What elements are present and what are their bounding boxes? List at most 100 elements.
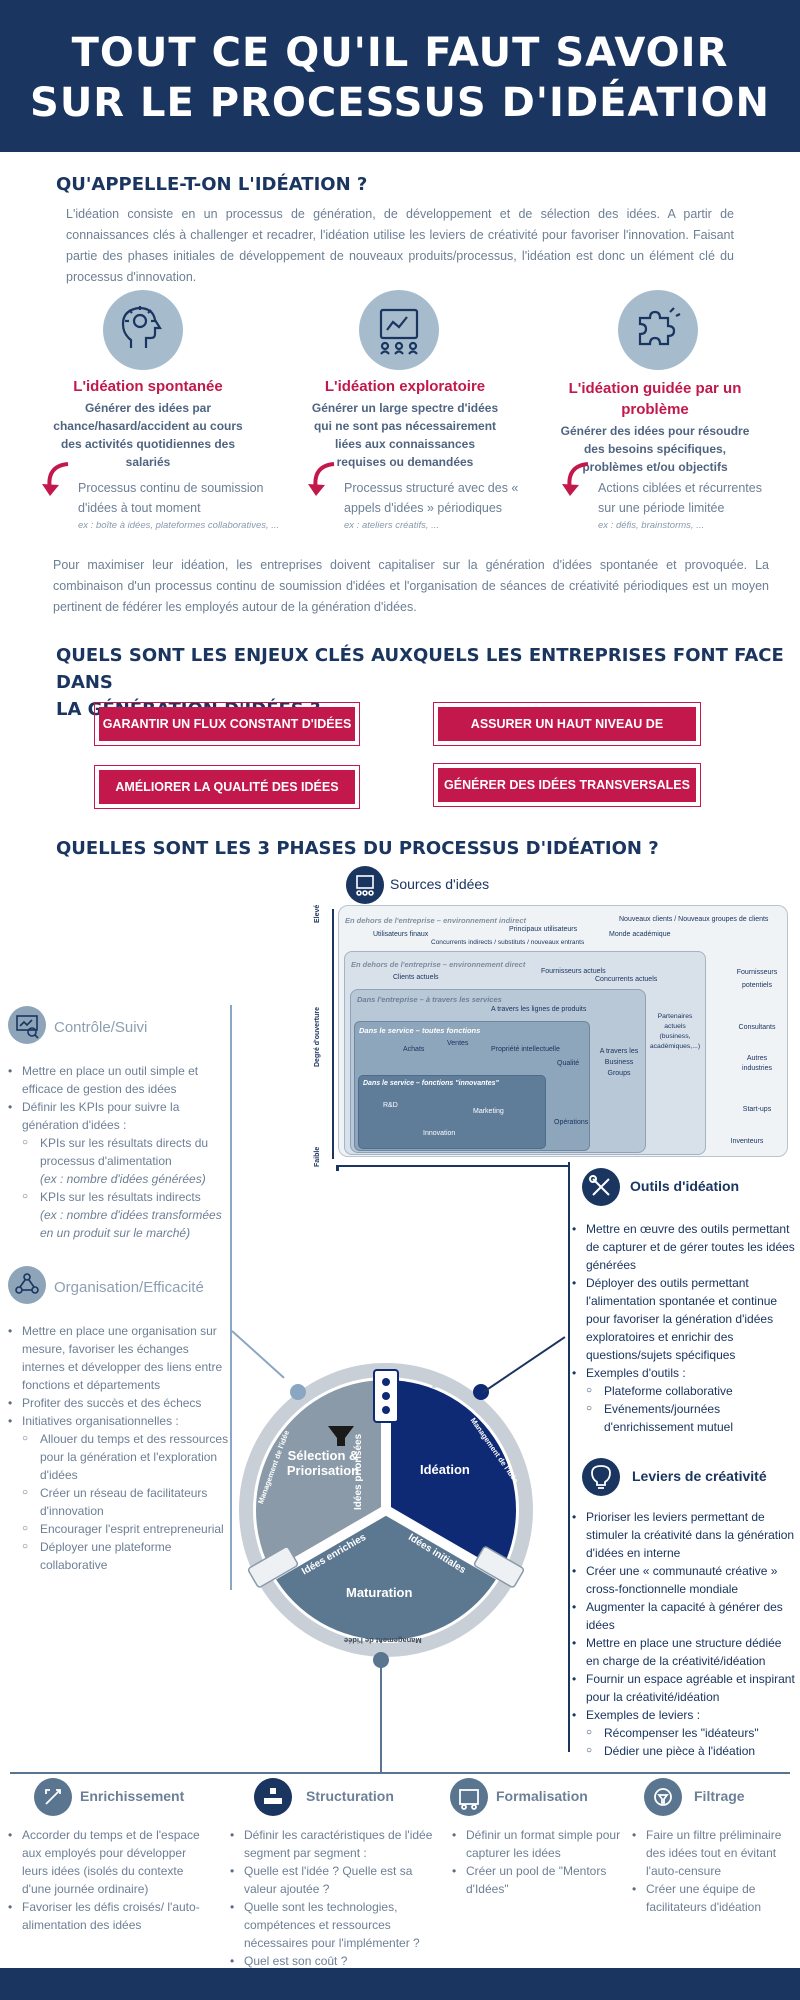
layer-innovative-label: Dans le service – fonctions "innovantes" [363, 1080, 499, 1087]
layer-services-label: Dans l'entreprise – à travers les servic… [357, 995, 502, 1004]
challenge-button-flux[interactable]: GARANTIR UN FLUX CONSTANT D'IDÉES [94, 702, 360, 746]
type1-subtitle: Générer des idées par chance/hasard/acci… [53, 401, 243, 469]
type1-body: Processus continu de soumission d'idées … [78, 481, 264, 515]
list-item: Mettre en place une structure dédiée en … [572, 1634, 798, 1670]
enrichissement-title: Enrichissement [80, 1788, 185, 1804]
connector-dot [473, 1384, 489, 1400]
source-item: Nouveaux clients / Nouveaux groupes de c… [619, 916, 769, 923]
page-title-line1: TOUT CE QU'IL FAUT SAVOIR [71, 30, 729, 76]
connector-line [336, 1165, 339, 1171]
list-item: Exemples de leviers : [572, 1706, 798, 1724]
list-item: Définir un format simple pour capturer l… [452, 1826, 630, 1862]
filtrage-list: Faire un filtre préliminaire des idées t… [632, 1826, 798, 1916]
connector-line [230, 1005, 232, 1590]
leviers-title: Leviers de créativité [632, 1468, 767, 1484]
type2-body: Processus structuré avec des « appels d'… [344, 481, 519, 515]
source-item: Start-ups [742, 1106, 772, 1113]
type3-title: L'idéation guidée par un problème [568, 380, 742, 418]
enrichissement-list: Accorder du temps et de l'espace aux emp… [8, 1826, 204, 1934]
section1-paragraph2: Pour maximiser leur idéation, les entrep… [53, 558, 769, 614]
footer-banner [0, 1968, 800, 2000]
source-item: Propriété intellectuelle [491, 1046, 560, 1053]
list-item: Quelle sont les technologies, compétence… [230, 1898, 438, 1952]
enrichissement-icon [34, 1778, 72, 1816]
connector-line-right [568, 1162, 570, 1752]
layer-all-functions-label: Dans le service – toutes fonctions [359, 1026, 481, 1035]
list-item: Créer une équipe de facilitateurs d'idéa… [632, 1880, 798, 1916]
sources-diagram: Elevé Degré d'ouverture Faible En dehors… [314, 905, 788, 1167]
source-item: Innovation [423, 1130, 456, 1137]
challenge-label: GÉNÉRER DES IDÉES TRANSVERSALES [438, 768, 696, 802]
source-item: Opérations [554, 1119, 589, 1126]
list-item: Faire un filtre préliminaire des idées t… [632, 1826, 798, 1880]
section1-title: QU'APPELLE-T-ON L'IDÉATION ? [56, 174, 368, 195]
filter-icon [644, 1778, 682, 1816]
list-item: Quelle est l'idée ? Quelle est sa valeur… [230, 1862, 438, 1898]
selection-label: Sélection & Priorisation [286, 1448, 360, 1478]
formalisation-title: Formalisation [496, 1788, 588, 1804]
source-item: Monde académique [609, 931, 671, 938]
section1-paragraph: L'idéation consiste en un processus de g… [66, 207, 734, 284]
type1-title: L'idéation spontanée [73, 378, 223, 395]
list-item: Profiter des succès et des échecs [8, 1394, 230, 1412]
list-item: Créer un réseau de facilitateurs d'innov… [8, 1484, 230, 1520]
list-item: Augmenter la capacité à générer des idée… [572, 1598, 798, 1634]
outils-title: Outils d'idéation [630, 1178, 740, 1194]
challenge-button-transversales[interactable]: GÉNÉRER DES IDÉES TRANSVERSALES [433, 763, 701, 807]
structuration-icon [254, 1778, 292, 1816]
source-item: Partenaires actuels (business, académiqu… [649, 1013, 701, 1050]
outils-list: Mettre en œuvre des outils permettant de… [572, 1220, 796, 1436]
list-item: Initiatives organisationnelles : [8, 1412, 230, 1430]
source-item: Fournisseurs actuels [541, 968, 606, 975]
list-item: Favoriser les défis croisés/ l'auto-alim… [8, 1898, 204, 1934]
list-item: (ex : nombre d'idées générées) [40, 1172, 206, 1186]
leviers-list: Prioriser les leviers permettant de stim… [572, 1508, 798, 1760]
source-item: A travers les lignes de produits [491, 1006, 587, 1013]
list-item: Créer un pool de "Mentors d'Idées" [452, 1862, 630, 1898]
source-item: Principaux utilisateurs [509, 926, 578, 933]
source-item: Concurrents indirects / substituts / nou… [431, 939, 585, 946]
header-banner: TOUT CE QU'IL FAUT SAVOIR SUR LE PROCESS… [0, 0, 800, 152]
challenge-button-qualite[interactable]: AMÉLIORER LA QUALITÉ DES IDÉES [94, 765, 360, 809]
challenge-label: GARANTIR UN FLUX CONSTANT D'IDÉES [99, 707, 355, 741]
list-item: Mettre en place un outil simple et effic… [8, 1062, 226, 1098]
type3-example: ex : défis, brainstorms, ... [598, 520, 705, 531]
layer-direct-label: En dehors de l'entreprise – environnemen… [351, 960, 526, 969]
list-item: (ex : nombre d'idées transformées en un … [40, 1208, 222, 1240]
list-item: Allouer du temps et des ressources pour … [8, 1430, 230, 1484]
formalisation-list: Définir un format simple pour capturer l… [452, 1826, 630, 1898]
ideation-process-wheel [239, 1363, 533, 1657]
lightbulb-icon [582, 1458, 620, 1496]
type1-example: ex : boîte à idées, plateformes collabor… [78, 520, 280, 531]
connector-line-right-top [338, 1165, 570, 1167]
tools-icon [582, 1168, 620, 1206]
source-item: Utilisateurs finaux [373, 931, 429, 938]
connector-dot [290, 1384, 306, 1400]
type3-subtitle: Générer des idées pour résoudre des beso… [560, 424, 750, 474]
controle-list: Mettre en place un outil simple et effic… [8, 1062, 226, 1242]
connector-line-bottom [380, 1640, 382, 1772]
sources-icon [346, 866, 384, 904]
board-meeting-icon [359, 290, 439, 370]
list-item: Déployer des outils permettant l'aliment… [572, 1274, 796, 1364]
list-item: Plateforme collaborative [572, 1382, 796, 1400]
monitor-chart-icon [8, 1006, 46, 1044]
type2-example: ex : ateliers créatifs, ... [344, 520, 440, 531]
source-item: Concurrents actuels [595, 976, 658, 983]
list-item: Créer une « communauté créative » cross-… [572, 1562, 798, 1598]
curved-arrow-icon [42, 462, 69, 496]
source-item: Fournisseurs potentiels [736, 969, 778, 989]
section2-title-line1: QUELS SONT LES ENJEUX CLÉS AUXQUELS LES … [56, 645, 784, 693]
filtrage-title: Filtrage [694, 1788, 745, 1804]
list-item: Déployer une plateforme collaborative [8, 1538, 230, 1574]
type2-title: L'idéation exploratoire [324, 378, 486, 395]
axis-low-label: Faible [314, 1146, 321, 1167]
source-item: Consultants [738, 1024, 776, 1031]
layer-innovative: Dans le service – fonctions "innovantes"… [358, 1075, 546, 1149]
list-item: Mettre en place une organisation sur mes… [8, 1322, 230, 1394]
type3-body: Actions ciblées et récurrentes sur une p… [598, 481, 762, 515]
challenge-button-creativite[interactable]: ASSURER UN HAUT NIVEAU DE CRÉATIVITÉ [433, 702, 701, 765]
spacer [222, 1005, 225, 1008]
source-item: Clients actuels [393, 974, 439, 981]
list-item: Accorder du temps et de l'espace aux emp… [8, 1826, 204, 1898]
